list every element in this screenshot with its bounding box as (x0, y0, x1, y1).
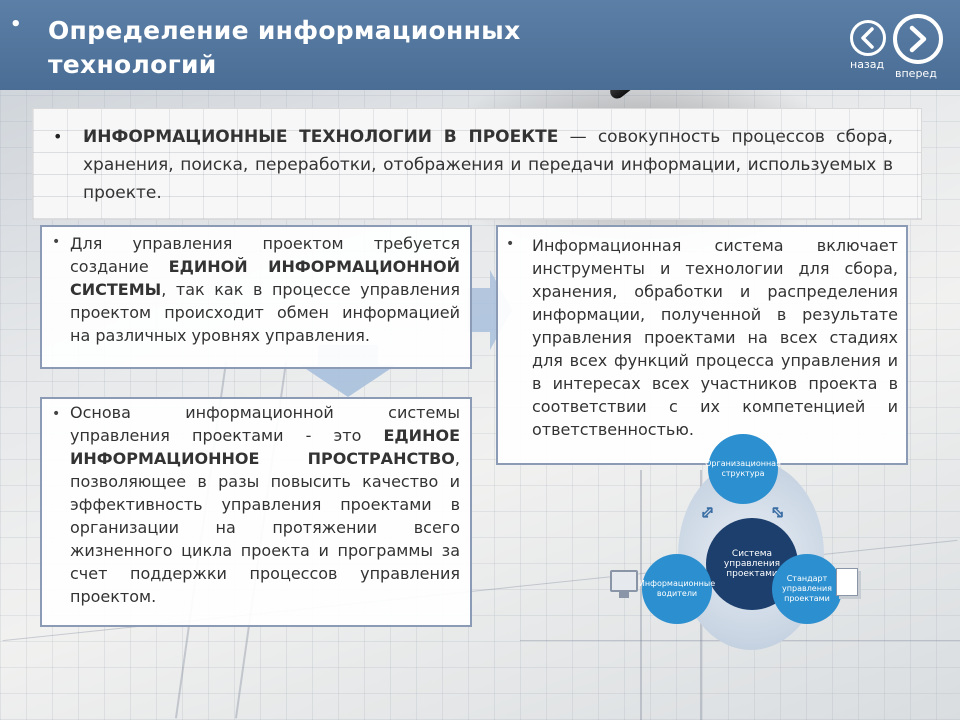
card-text-part: Для управления проектом требуется создан… (70, 234, 460, 276)
back-button[interactable] (850, 20, 886, 56)
card-text-bold: ЕДИНОЕ ИНФОРМАЦИОННОЕ ПРОСТРАНСТВО (70, 426, 460, 468)
definition-term: ИНФОРМАЦИОННЫЕ ТЕХНОЛОГИИ В ПРОЕКТЕ (83, 127, 559, 147)
monitor-icon (610, 570, 638, 598)
definition-bullet: • (53, 127, 63, 146)
card-bullet: • (52, 406, 61, 422)
info-card-tools: • Информационная система включает инстру… (496, 225, 908, 465)
header-bullet: • (10, 14, 22, 35)
chevron-right-icon (909, 25, 927, 53)
diagram-node-org-structure: Организационная структура (705, 434, 781, 504)
forward-label[interactable]: вперед (895, 67, 937, 80)
chevron-left-icon (861, 27, 874, 49)
card-text-bold: ЕДИНОЙ ИНФОРМАЦИОННОЙ СИСТЕМЫ (70, 257, 460, 299)
info-card-system: • Для управления проектом требуется созд… (40, 225, 472, 369)
card-text-part: Основа информационной системы управления… (70, 403, 460, 445)
forward-button[interactable] (893, 14, 943, 64)
info-card-space: • Основа информационной системы управлен… (40, 397, 472, 627)
header-band: • Определение информационных технологий … (0, 0, 960, 90)
background-line (640, 470, 642, 720)
card-bullet: • (52, 234, 61, 250)
card-text: Для управления проектом требуется создан… (70, 232, 460, 347)
definition-box: • ИНФОРМАЦИОННЫЕ ТЕХНОЛОГИИ В ПРОЕКТЕ — … (32, 108, 922, 220)
back-label[interactable]: назад (850, 58, 885, 71)
card-text: Основа информационной системы управления… (70, 401, 460, 608)
definition-text: ИНФОРМАЦИОННЫЕ ТЕХНОЛОГИИ В ПРОЕКТЕ — со… (83, 123, 893, 207)
card-bullet: • (506, 236, 515, 252)
document-icon (836, 568, 858, 596)
pm-system-diagram: ⇔ ⇔ ⇔ Система управления проектами Орган… (600, 432, 880, 662)
diagram-node-info-drivers: Информационные водители (639, 554, 715, 624)
page-title: Определение информационных технологий (48, 16, 521, 79)
card-text-part: , позволяющее в разы повысить качество и… (70, 449, 460, 606)
definition-body: — совокупность процессов сбора, хранения… (83, 127, 893, 203)
card-text: Информационная система включает инструме… (532, 236, 898, 439)
diagram-node-pm-standard: Стандарт управления проектами (772, 554, 842, 624)
card-text-part: , так как в процессе управления проектом… (70, 280, 460, 345)
